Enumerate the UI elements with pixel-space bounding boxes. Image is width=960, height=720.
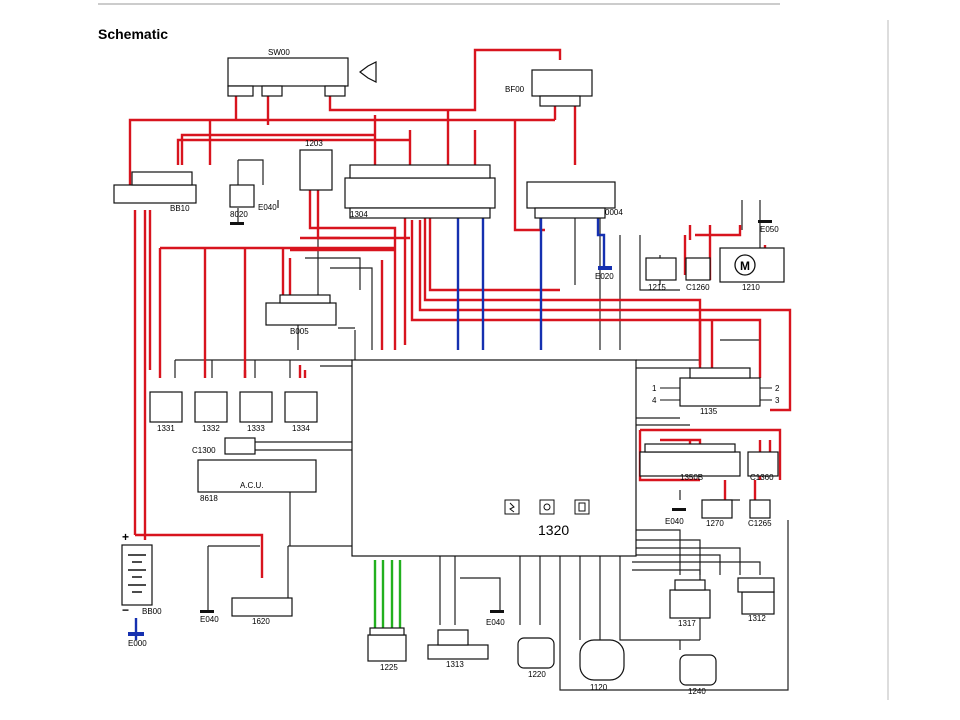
label-1320: 1320 bbox=[538, 522, 569, 538]
black-ground-symbols bbox=[200, 220, 772, 613]
component-1312 bbox=[741, 591, 775, 615]
label-bb00: BB00 bbox=[142, 607, 162, 616]
component-1215 bbox=[645, 257, 677, 281]
label-1332: 1332 bbox=[202, 424, 220, 433]
motor-letter: M bbox=[740, 259, 750, 273]
connector-c1265 bbox=[749, 499, 771, 519]
ground-wires bbox=[134, 210, 606, 640]
sensor-1331 bbox=[149, 391, 183, 423]
label-1304: 1304 bbox=[350, 210, 368, 219]
label-bb10: BB10 bbox=[170, 204, 190, 213]
label-1210: 1210 bbox=[742, 283, 760, 292]
label-1203: 1203 bbox=[305, 139, 323, 148]
sensor-1332 bbox=[194, 391, 228, 423]
acu-8618 bbox=[197, 459, 317, 493]
bf00-fusebox bbox=[531, 69, 593, 97]
component-1120 bbox=[579, 639, 625, 681]
label-1331: 1331 bbox=[157, 424, 175, 433]
component-labels: SW00 BF00 BB10 1203 8020 E040 1304 0004 … bbox=[128, 48, 780, 696]
arrow-label-1: 1 bbox=[652, 384, 657, 393]
label-8020: 8020 bbox=[230, 210, 248, 219]
component-1620 bbox=[231, 597, 293, 617]
label-e040-bot: E040 bbox=[486, 618, 505, 627]
label-e040-top: E040 bbox=[258, 203, 277, 212]
ecu-symbols bbox=[504, 499, 590, 515]
label-e020: E020 bbox=[595, 272, 614, 281]
label-c1265: C1265 bbox=[748, 519, 772, 528]
sensor-1333 bbox=[239, 391, 273, 423]
coil-arrows bbox=[660, 387, 772, 401]
arrow-label-2: 2 bbox=[775, 384, 780, 393]
label-1135: 1135 bbox=[700, 407, 718, 416]
label-8618: 8618 bbox=[200, 494, 218, 503]
component-c1260 bbox=[685, 257, 711, 281]
battery-bb00 bbox=[121, 544, 153, 606]
arrow-label-4: 4 bbox=[652, 396, 657, 405]
component-1240 bbox=[679, 654, 717, 686]
label-1225: 1225 bbox=[380, 663, 398, 672]
component-1220 bbox=[517, 637, 555, 669]
label-1240: 1240 bbox=[688, 687, 706, 696]
component-0004 bbox=[526, 181, 616, 209]
motor-symbol bbox=[734, 254, 756, 276]
ground-symbols bbox=[128, 266, 612, 636]
label-acu: A.C.U. bbox=[240, 481, 264, 490]
component-1317 bbox=[669, 589, 711, 619]
battery-plus: + bbox=[122, 530, 129, 544]
label-e040-mid: E040 bbox=[665, 517, 684, 526]
label-1220: 1220 bbox=[528, 670, 546, 679]
label-1312: 1312 bbox=[748, 614, 766, 623]
component-8020 bbox=[229, 184, 255, 208]
relay-1304 bbox=[344, 177, 496, 209]
label-e050: E050 bbox=[760, 225, 779, 234]
label-1120: 1120 bbox=[590, 683, 608, 692]
label-1620: 1620 bbox=[252, 617, 270, 626]
label-sw00: SW00 bbox=[268, 48, 290, 57]
component-1203 bbox=[299, 149, 333, 191]
motor-1210 bbox=[719, 247, 785, 283]
bb10-box bbox=[113, 184, 197, 204]
label-1334: 1334 bbox=[292, 424, 310, 433]
speaker-icon bbox=[359, 61, 377, 83]
label-1333: 1333 bbox=[247, 424, 265, 433]
label-1215: 1215 bbox=[648, 283, 666, 292]
component-outlines bbox=[113, 57, 785, 686]
label-1313: 1313 bbox=[446, 660, 464, 669]
component-1270 bbox=[701, 499, 733, 519]
ecu-1320 bbox=[351, 359, 637, 557]
connector-c1300 bbox=[224, 437, 256, 455]
arrow-label-3: 3 bbox=[775, 396, 780, 405]
label-1350b: 1350B bbox=[680, 473, 703, 482]
connector-c1360 bbox=[747, 451, 779, 477]
label-c1260: C1260 bbox=[686, 283, 710, 292]
sw00-switch bbox=[227, 57, 349, 87]
component-1313 bbox=[427, 644, 489, 660]
label-bf00: BF00 bbox=[505, 85, 525, 94]
component-1225 bbox=[367, 634, 407, 662]
signal-wires bbox=[373, 560, 402, 628]
label-1317: 1317 bbox=[678, 619, 696, 628]
page-title: Schematic bbox=[98, 26, 169, 42]
sensor-1334 bbox=[284, 391, 318, 423]
label-c1360: C1360 bbox=[750, 473, 774, 482]
label-b005: B005 bbox=[290, 327, 309, 336]
coil-1135 bbox=[679, 377, 761, 407]
component-1350b bbox=[639, 451, 741, 477]
component-b005 bbox=[265, 302, 337, 326]
label-e040-left: E040 bbox=[200, 615, 219, 624]
battery-minus: − bbox=[122, 603, 129, 617]
label-0004: 0004 bbox=[605, 208, 623, 217]
label-1270: 1270 bbox=[706, 519, 724, 528]
label-e000: E000 bbox=[128, 639, 147, 648]
battery-cells bbox=[128, 554, 146, 593]
label-c1300: C1300 bbox=[192, 446, 216, 455]
